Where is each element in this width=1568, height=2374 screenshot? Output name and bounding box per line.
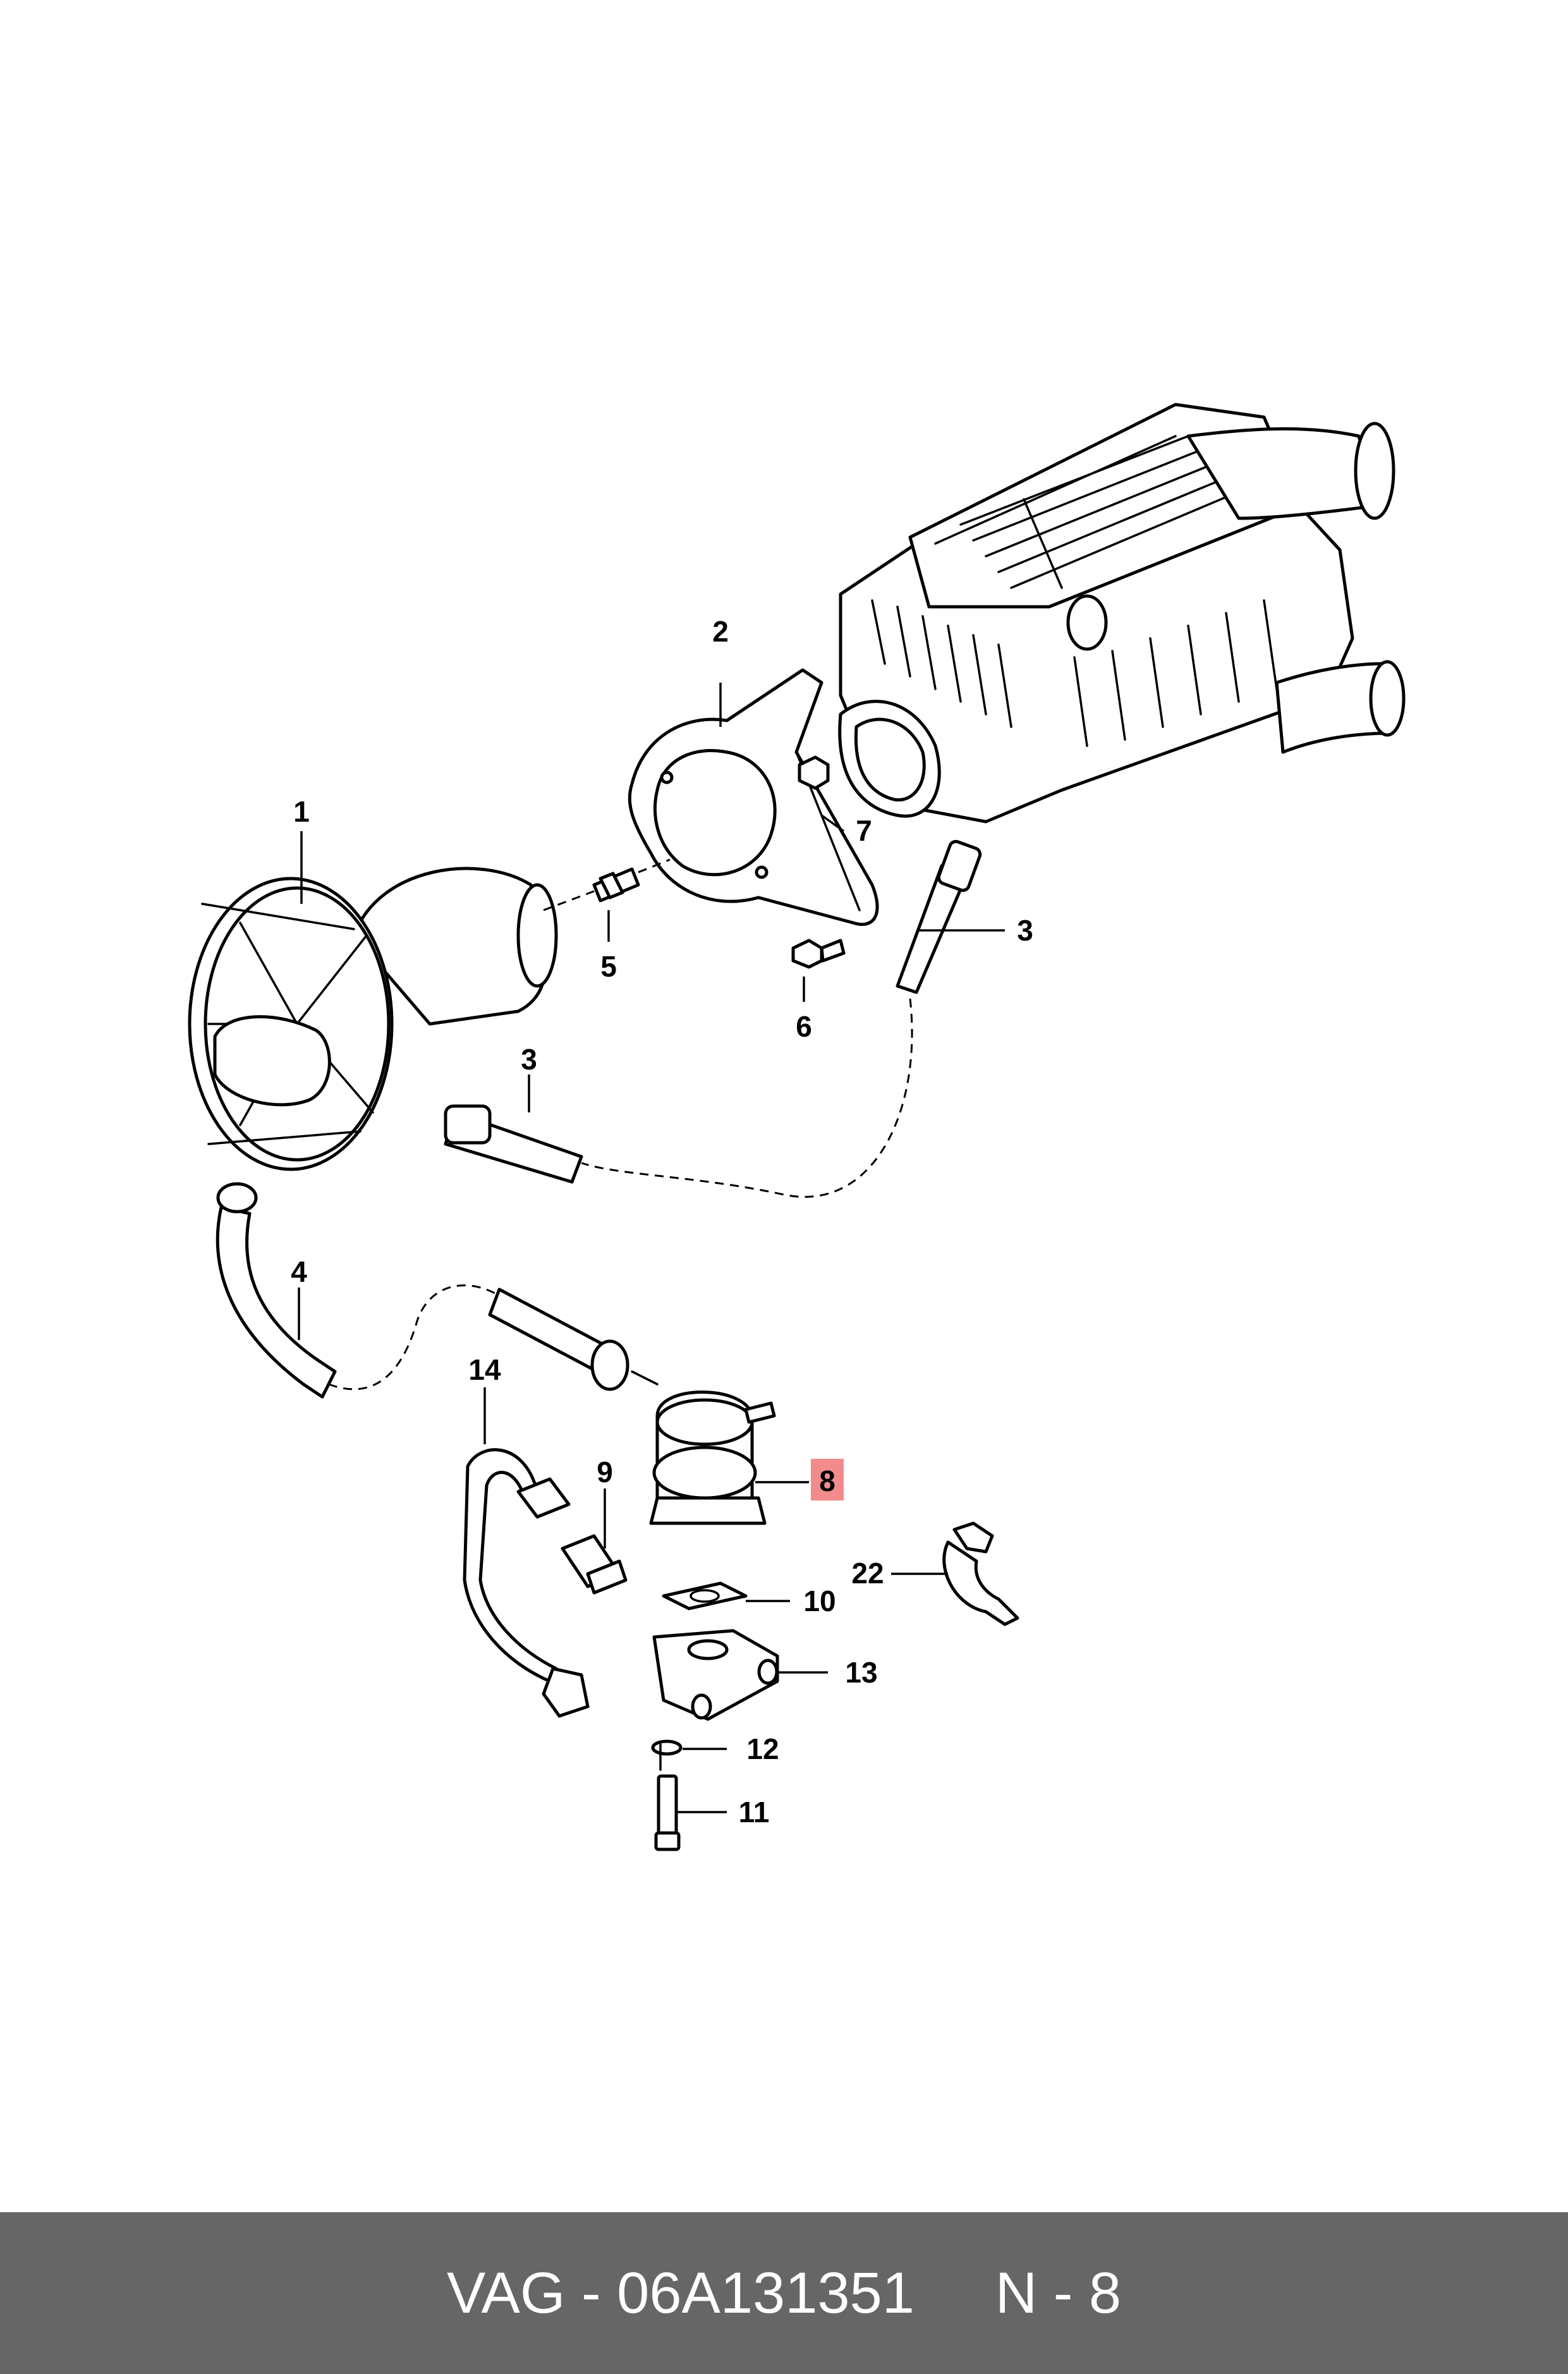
- callout-1[interactable]: 1: [293, 795, 310, 828]
- leader-lines: [298, 683, 1005, 1813]
- washer: [651, 1739, 683, 1756]
- callout-9[interactable]: 9: [597, 1456, 613, 1488]
- pressure-line: [463, 1448, 590, 1718]
- callouts: 1 2 3 3 4 5 6 7 8 9 10 11 12 13 14 22: [291, 615, 1033, 1829]
- callout-4[interactable]: 4: [291, 1255, 307, 1288]
- connecting-pipe: [216, 1182, 629, 1399]
- parts-diagram: 1 2 3 3 4 5 6 7 8 9 10 11 12 13 14 22: [188, 403, 1406, 1851]
- position-ref: N - 8: [995, 2260, 1122, 2325]
- stud-bolt: [543, 858, 671, 911]
- callout-7[interactable]: 7: [856, 814, 872, 847]
- connection-flange: [652, 1629, 779, 1721]
- part-number-footer: VAG - 06A131351 N - 8: [0, 2212, 1568, 2374]
- air-pump: [188, 867, 558, 1171]
- callout-5[interactable]: 5: [600, 950, 617, 983]
- air-hose-upper: [581, 839, 982, 1198]
- hose-clip: [942, 1521, 1019, 1626]
- callout-8[interactable]: 8: [819, 1464, 836, 1497]
- part-number: 06A131351: [617, 2260, 915, 2325]
- mounting-bracket: [628, 668, 879, 926]
- pipe-adapter: [561, 1534, 628, 1595]
- hex-nut: [798, 755, 830, 790]
- callout-11[interactable]: 11: [739, 1796, 770, 1829]
- combination-valve: [631, 1370, 776, 1525]
- separator: -: [565, 2260, 617, 2325]
- hex-bolt: [791, 939, 846, 969]
- air-hose-lower: [444, 1104, 583, 1184]
- callout-2[interactable]: 2: [712, 615, 729, 648]
- flange-gasket: [662, 1581, 748, 1610]
- gap: [915, 2260, 995, 2327]
- callout-3-upper[interactable]: 3: [1017, 914, 1033, 947]
- highlight-box: [811, 1459, 844, 1500]
- air-filter-housing: [838, 403, 1406, 824]
- callout-6[interactable]: 6: [796, 1010, 812, 1043]
- callout-10[interactable]: 10: [803, 1585, 836, 1617]
- callout-13[interactable]: 13: [845, 1656, 877, 1689]
- callout-14[interactable]: 14: [468, 1353, 501, 1386]
- callout-22[interactable]: 22: [851, 1557, 884, 1590]
- callout-3-lower[interactable]: 3: [521, 1043, 537, 1076]
- long-bolt: [654, 1743, 681, 1851]
- brand-label: VAG: [446, 2260, 566, 2325]
- callout-12[interactable]: 12: [746, 1732, 779, 1765]
